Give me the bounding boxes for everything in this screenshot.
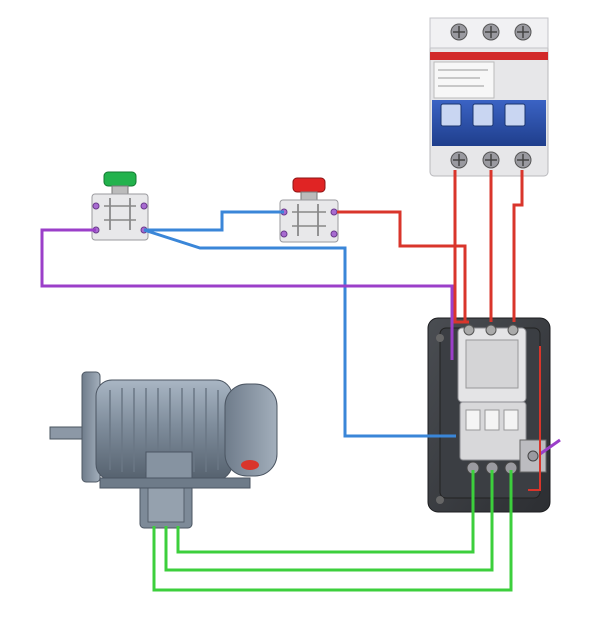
control-wire-purple <box>40 228 561 456</box>
aux-wire-red <box>528 346 541 491</box>
circuit-breaker <box>429 17 549 177</box>
contactor <box>457 324 527 403</box>
start-button <box>91 171 149 241</box>
magnetic-starter-box <box>427 317 551 513</box>
motor-lead-wires <box>152 470 513 592</box>
breaker-top-screws <box>450 23 532 41</box>
terminal-block <box>519 439 547 473</box>
start-button-cap <box>103 171 137 187</box>
motor-terminal-box <box>145 451 193 479</box>
control-wire-blue <box>143 210 456 438</box>
motor-badge <box>241 460 259 470</box>
thermal-overload-relay <box>459 401 527 475</box>
stop-button-cap <box>292 177 326 193</box>
supply-wires <box>337 170 524 324</box>
breaker-label <box>433 61 495 99</box>
breaker-bottom-screws <box>450 151 532 169</box>
stop-button <box>279 177 339 243</box>
electric-motor <box>49 371 278 529</box>
breaker-toggle-levers <box>440 103 526 127</box>
